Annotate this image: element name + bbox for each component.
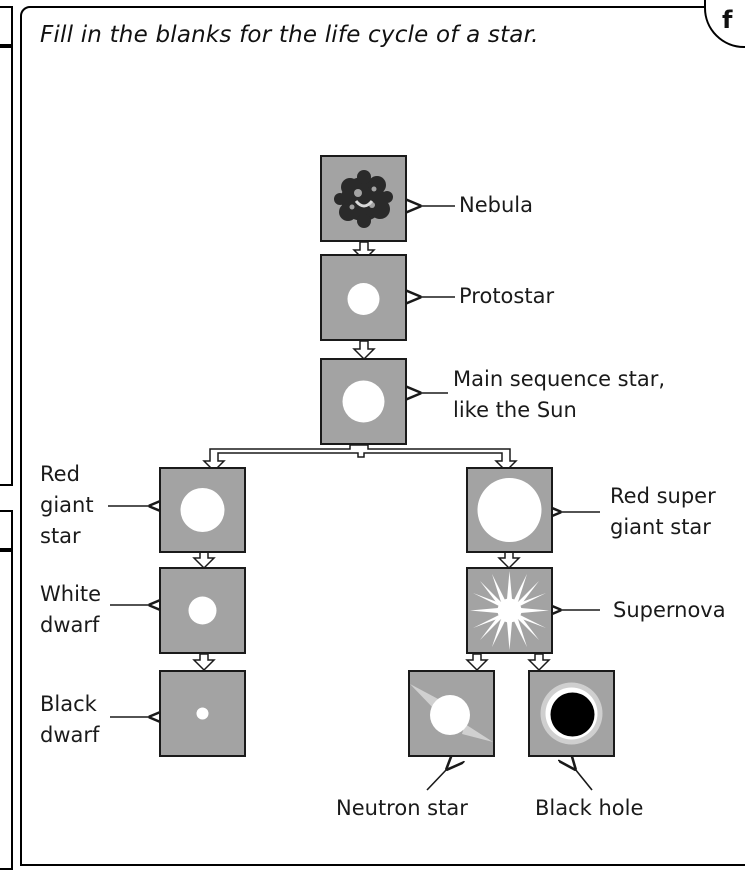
flow-arrow-supernova-blackhole xyxy=(527,653,551,672)
pointer-neutron-star xyxy=(426,769,447,791)
nebula-icon xyxy=(334,170,393,228)
left-page-fragment-top xyxy=(0,6,13,46)
label-red-super-giant-1: Red super xyxy=(610,484,716,508)
label-main-sequence-1: Main sequence star, xyxy=(453,367,666,391)
supernova-box xyxy=(466,567,553,654)
flow-arrow-whitedwarf-blackdwarf xyxy=(192,653,216,672)
label-black-dwarf-1: Black xyxy=(40,692,97,716)
flow-arrow-supernova-neutron xyxy=(465,653,489,672)
label-neutron-star: Neutron star xyxy=(336,796,468,820)
black-hole-box xyxy=(528,670,615,757)
label-nebula: Nebula xyxy=(459,193,533,217)
flow-arrow-redgiant-whitedwarf xyxy=(192,551,216,570)
label-red-super-giant-2: giant star xyxy=(610,515,711,539)
label-supernova: Supernova xyxy=(613,598,726,622)
main-sequence-box xyxy=(320,358,407,445)
label-protostar: Protostar xyxy=(459,284,555,308)
protostar-icon xyxy=(347,283,380,315)
label-red-giant-1: Red xyxy=(40,462,80,486)
white-dwarf-box xyxy=(159,567,246,654)
label-white-dwarf-1: White xyxy=(40,582,102,606)
neutron-star-icon xyxy=(410,684,493,742)
left-page-fragment-bottom xyxy=(0,510,13,550)
pointer-black-hole xyxy=(575,769,593,791)
main-sequence-star-icon xyxy=(342,380,385,423)
instruction-text: Fill in the blanks for the life cycle of… xyxy=(40,22,539,48)
label-main-sequence-2: like the Sun xyxy=(453,398,577,422)
red-super-giant-box xyxy=(466,467,553,553)
corner-letter: f xyxy=(722,6,733,34)
label-red-giant-3: star xyxy=(40,524,81,548)
flow-arrow-supergiant-supernova xyxy=(497,551,521,570)
red-giant-star-icon xyxy=(180,488,225,532)
neutron-star-box xyxy=(408,670,495,757)
label-black-hole: Black hole xyxy=(535,796,644,820)
black-hole-icon xyxy=(540,682,603,745)
branch-connector xyxy=(202,444,518,473)
nebula-box xyxy=(320,155,407,242)
protostar-box xyxy=(320,254,407,341)
red-super-giant-star-icon xyxy=(477,478,542,542)
black-dwarf-box xyxy=(159,670,246,757)
red-giant-box xyxy=(159,467,246,553)
black-dwarf-star-icon xyxy=(196,707,209,720)
white-dwarf-star-icon xyxy=(188,596,217,625)
label-red-giant-2: giant xyxy=(40,493,94,517)
flow-arrow-protostar-main xyxy=(352,340,376,361)
label-white-dwarf-2: dwarf xyxy=(40,613,100,637)
label-black-dwarf-2: dwarf xyxy=(40,723,100,747)
left-page-fragment-middle xyxy=(0,46,13,486)
supernova-icon xyxy=(470,571,549,650)
